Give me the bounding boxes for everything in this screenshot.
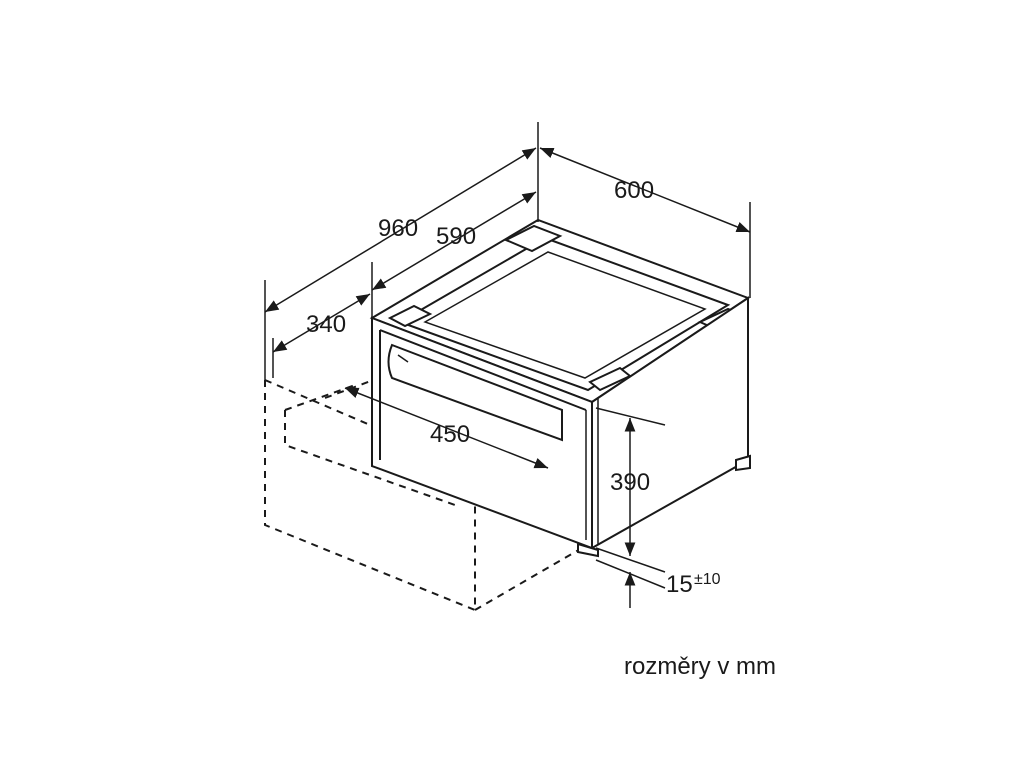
dimension-labels: 960 590 600 340 450 390 15 ±10 <box>306 177 721 598</box>
units-caption: rozměry v mm <box>624 653 776 680</box>
label-drawer-width: 450 <box>430 421 470 448</box>
label-width: 600 <box>614 177 654 204</box>
label-total-depth: 960 <box>378 215 418 242</box>
label-height: 390 <box>610 469 650 496</box>
dimension-lines <box>264 122 751 608</box>
label-drawer-extension: 340 <box>306 311 346 338</box>
pedestal-body <box>369 218 751 558</box>
label-feet-height: 15 <box>666 571 693 598</box>
label-pedestal-depth: 590 <box>436 223 476 250</box>
label-feet-tolerance: ±10 <box>694 571 721 588</box>
